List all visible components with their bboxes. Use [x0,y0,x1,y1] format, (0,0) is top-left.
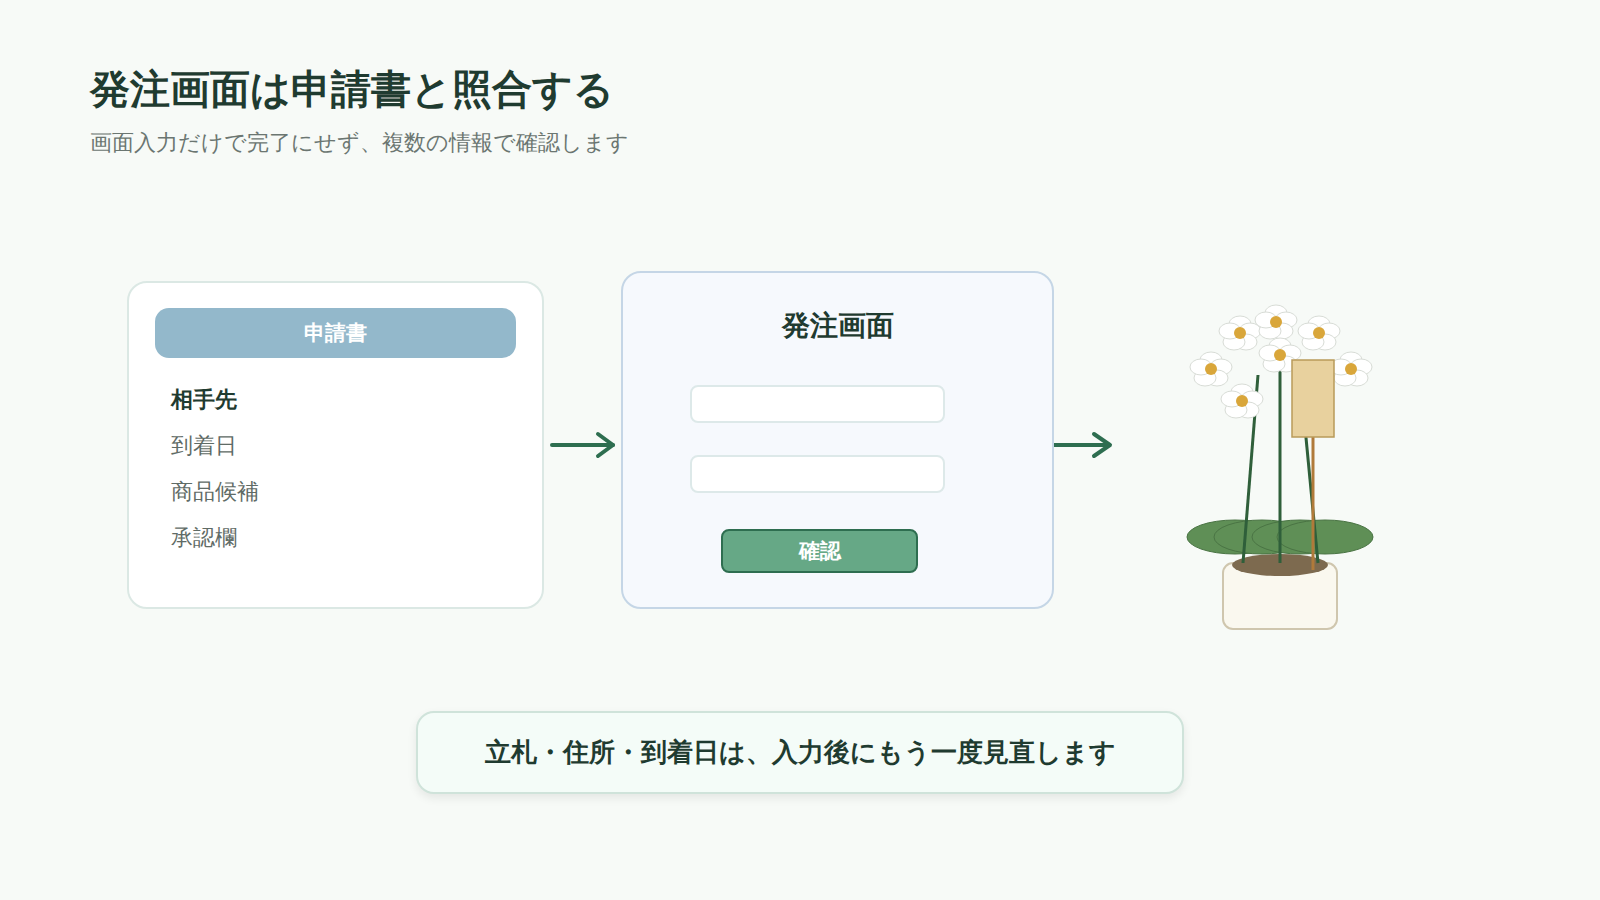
field-label-strong: 相手先 [171,386,237,414]
field-label: 承認欄 [171,524,237,552]
note-box: 立札・住所・到着日は、入力後にもう一度見直します [416,711,1184,794]
form-card: 相手先到着日商品候補承認欄 申請書 [127,281,544,609]
button-label: 確認 [799,537,841,565]
form-header: 申請書 [155,308,516,358]
field-label: 到着日 [171,432,237,460]
input-field [690,385,945,423]
screen-title: 発注画面 [623,307,1052,345]
page-subtitle: 画面入力だけで完了にせず、複数の情報で確認します [90,128,629,158]
input-field [690,455,945,493]
order-screen: 発注画面確認 [621,271,1054,609]
note-text: 立札・住所・到着日は、入力後にもう一度見直します [485,735,1116,770]
header-label: 申請書 [304,319,367,347]
field-label: 商品候補 [171,478,259,506]
page-title: 発注画面は申請書と照合する [90,62,614,117]
confirm-button: 確認 [721,529,918,573]
flow-arrow [552,434,613,456]
